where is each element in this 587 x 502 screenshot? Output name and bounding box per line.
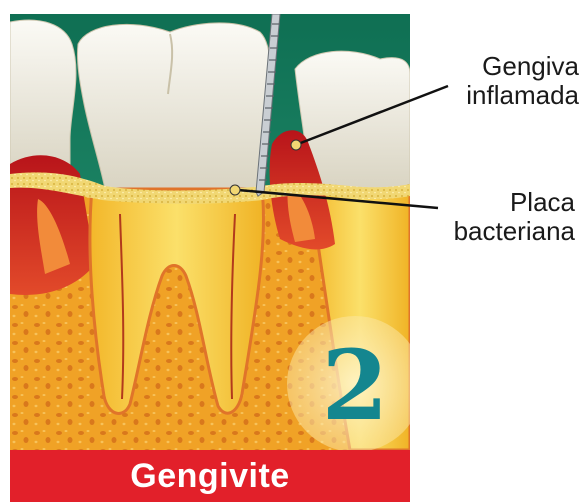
gengiva-inflamada-label: Gengiva inflamada <box>419 52 579 110</box>
placa-label-line1: Placa <box>415 188 575 217</box>
placa-label-line2: bacteriana <box>415 217 575 246</box>
gingivitis-illustration: 2 <box>10 14 410 450</box>
placa-bacteriana-label: Placa bacteriana <box>415 188 575 246</box>
gengiva-label-line1: Gengiva <box>419 52 579 81</box>
gengiva-label-line2: inflamada <box>419 81 579 110</box>
diagram-title: Gengivite <box>130 457 289 496</box>
tooth-cross-section: 2 <box>10 14 410 450</box>
title-bar: Gengivite <box>10 450 410 502</box>
stage-number: 2 <box>322 329 389 442</box>
